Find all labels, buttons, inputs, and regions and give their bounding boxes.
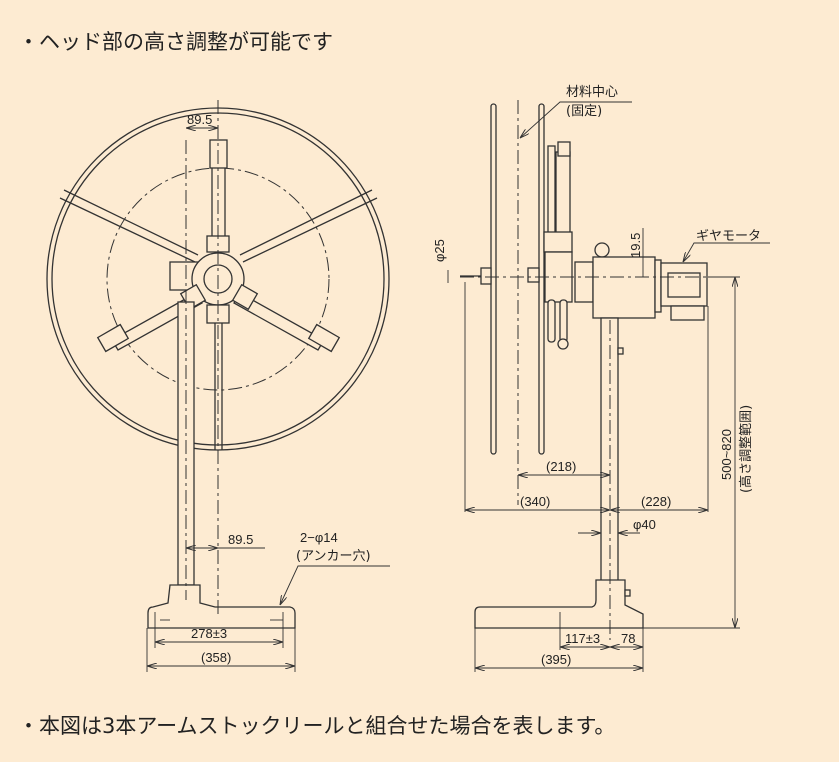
dim-shaft: φ25 <box>432 239 447 262</box>
gear-motor <box>660 262 708 307</box>
dim-offset: 19.5 <box>628 233 643 258</box>
note-height-adjustable: ・ヘッド部の高さ調整が可能です <box>18 30 333 54</box>
head-gearbox <box>592 256 656 319</box>
anchor-label: 2−φ14 <box>300 530 338 545</box>
dim-340: (340) <box>520 494 550 509</box>
dim-base-width: (358) <box>201 650 231 665</box>
motor-flange <box>654 259 662 313</box>
dim-top-offset: 89.5 <box>187 112 212 127</box>
height-range: 500~820 <box>719 429 734 480</box>
reel-hub <box>169 235 259 324</box>
dim-pole-dia: φ40 <box>633 517 656 532</box>
material-center-sub: (固定) <box>566 104 602 119</box>
arm-assembly <box>460 141 610 350</box>
dim-pole-offset: 89.5 <box>228 532 253 547</box>
dim-228: (228) <box>641 494 671 509</box>
gear-motor-label: ギヤモータ <box>696 229 761 244</box>
dim-78: 78 <box>621 631 635 646</box>
front-view: 89.5 89.5 2−φ14 (アンカー穴) 278±3 (358) <box>46 100 390 672</box>
anchor-sub: (アンカー穴) <box>296 549 371 564</box>
material-center-label: 材料中心 <box>566 85 618 100</box>
dim-218: (218) <box>546 459 576 474</box>
dim-anchor-pitch: 278±3 <box>191 626 227 641</box>
reel-bars <box>59 189 378 450</box>
height-range-label: (高さ調整範囲) <box>738 405 754 493</box>
side-view: 材料中心 (固定) φ25 19.5 ギヤモータ <box>432 85 770 672</box>
note-three-arm-reel: ・本図は3本アームストックリールと組合せた場合を表します。 <box>18 714 616 738</box>
dim-117: 117±3 <box>565 631 600 646</box>
reel-dashed-circle <box>106 167 330 391</box>
dim-395: (395) <box>541 652 571 667</box>
motor-terminal-box <box>670 305 705 321</box>
